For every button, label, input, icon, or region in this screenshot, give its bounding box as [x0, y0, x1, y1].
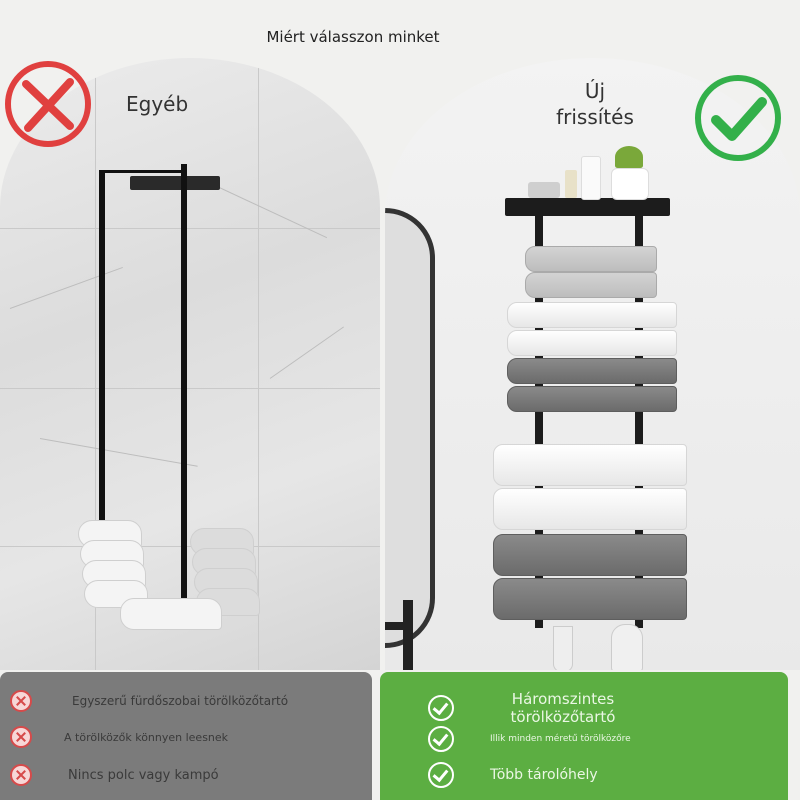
new-feature-2: Illik minden méretű törölközőre [490, 734, 631, 744]
comparison-image-other [0, 58, 380, 670]
label-other: Egyéb [126, 92, 189, 116]
label-new-upgrade: Új frissítés [540, 78, 650, 130]
other-features-box: Egyszerű fürdőszobai törölközőtartó A tö… [0, 672, 372, 800]
check-circle-icon [428, 726, 454, 752]
page-title: Miért válasszon minket [266, 28, 440, 46]
check-circle-icon [428, 762, 454, 788]
label-new-line1: Új [584, 79, 606, 103]
other-feature-3: Nincs polc vagy kampó [68, 767, 219, 783]
other-feature-1: Egyszerű fürdőszobai törölközőtartó [72, 694, 289, 708]
new-feature-3: Több tárolóhely [490, 767, 598, 783]
comparison-image-new [385, 58, 800, 670]
red-cross-icon [5, 61, 91, 147]
cross-circle-icon [10, 726, 32, 748]
cross-circle-icon [10, 690, 32, 712]
new-features-box: Háromszintes törölközőtartó Illik minden… [380, 672, 788, 800]
green-check-icon [695, 75, 781, 161]
check-circle-icon [428, 695, 454, 721]
other-feature-2: A törölközők könnyen leesnek [64, 730, 229, 744]
label-new-line2: frissítés [556, 105, 634, 129]
new-feature-1: Háromszintes törölközőtartó [510, 690, 616, 726]
cross-circle-icon [10, 764, 32, 786]
